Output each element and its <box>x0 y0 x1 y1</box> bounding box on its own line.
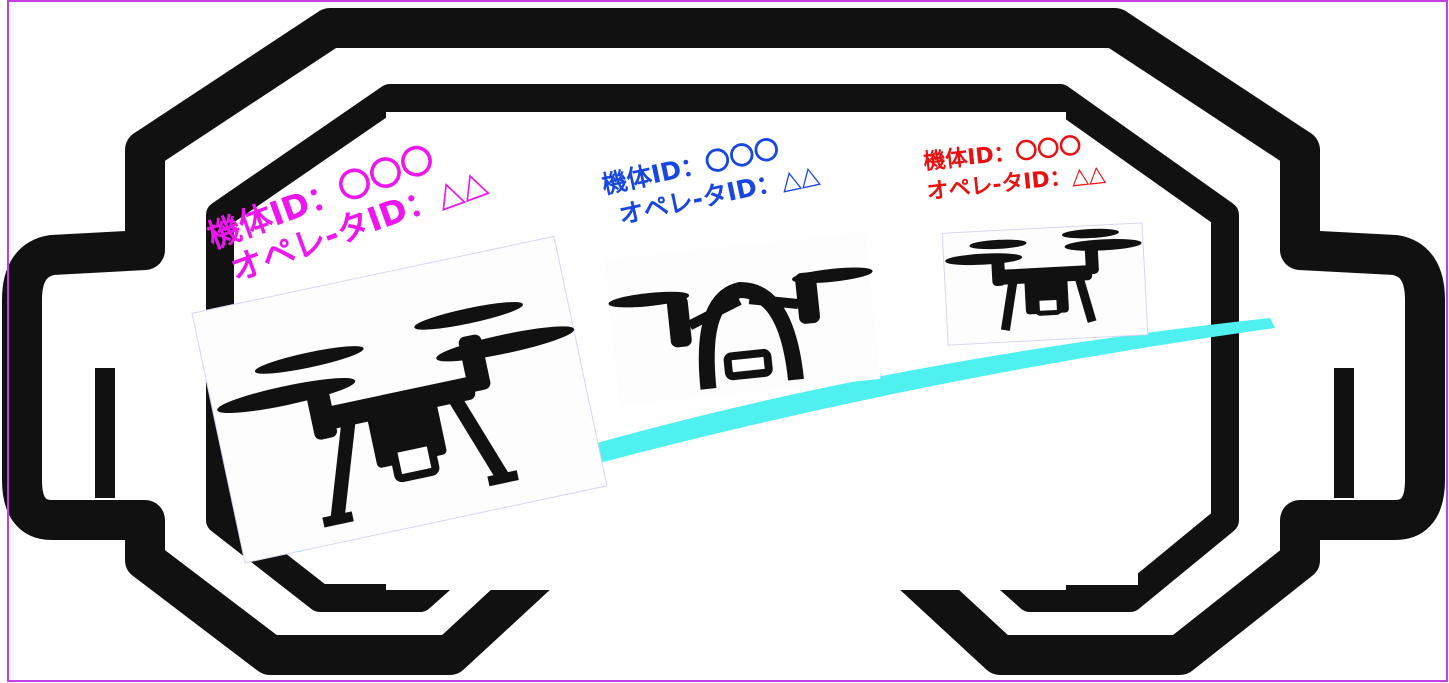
lens-window-lower <box>890 470 1138 585</box>
ground-arc <box>288 318 1275 552</box>
drone-2-image <box>604 231 881 407</box>
drone-icon <box>608 267 873 390</box>
left-strap-notch <box>95 368 115 498</box>
drone-3-image <box>941 222 1149 346</box>
drone-icon <box>217 302 575 528</box>
drone-1-image <box>191 235 608 564</box>
right-strap-notch <box>1334 368 1354 498</box>
drone-icon <box>945 228 1142 331</box>
